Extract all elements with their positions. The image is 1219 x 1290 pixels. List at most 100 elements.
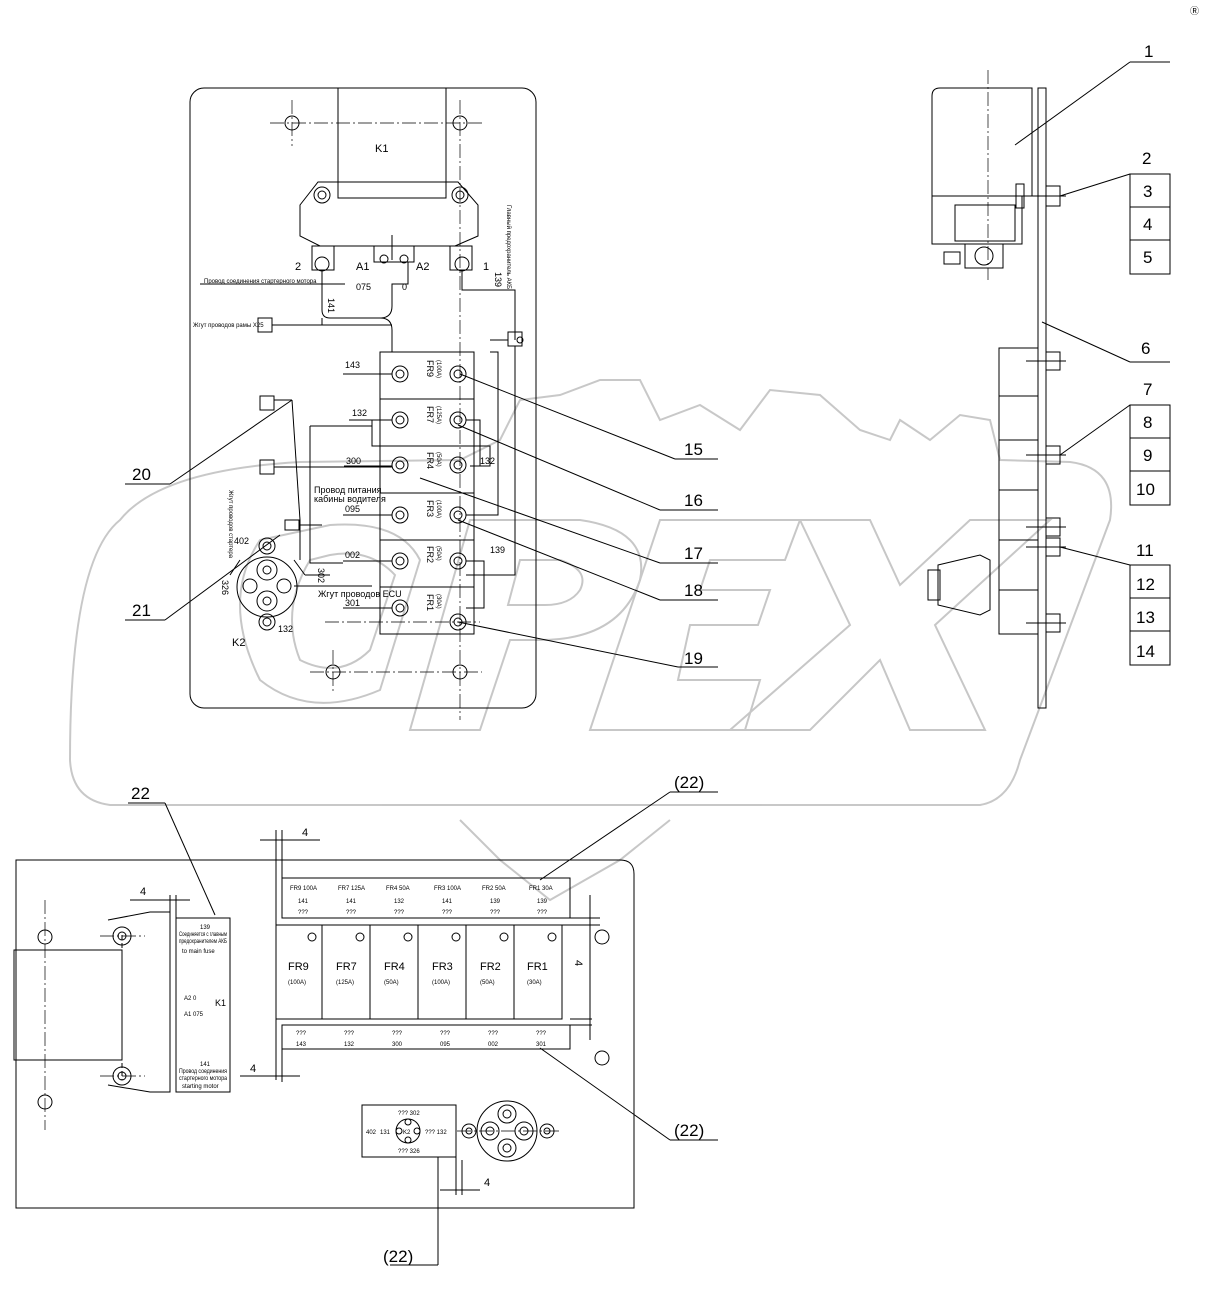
relay-a2: A2 bbox=[416, 261, 429, 273]
k2-card-center: K2 bbox=[403, 1130, 411, 1136]
wire-0: 0 bbox=[402, 282, 407, 292]
callout-2: 2 bbox=[1142, 149, 1151, 168]
wire-132-side: 132 bbox=[480, 456, 495, 466]
k2-card-top: ??? 302 bbox=[398, 1111, 420, 1117]
fuse-name-1: FR7 bbox=[425, 406, 435, 423]
start-harness-label: Жгут проводов стартера bbox=[227, 490, 233, 559]
relay-k1-label: K1 bbox=[375, 143, 388, 155]
callout-6: 6 bbox=[1141, 339, 1150, 358]
callout-22c: (22) bbox=[383, 1247, 413, 1266]
cab-power-2: кабины водителя bbox=[314, 494, 386, 504]
k2-label: K2 bbox=[232, 637, 245, 649]
callout-12: 12 bbox=[1136, 575, 1155, 594]
fuse-block-rating-1: (125A) bbox=[336, 980, 354, 986]
main-fuse-label: Главный предохранитель АКБ bbox=[505, 205, 512, 289]
k2-card-left: 402 bbox=[366, 1130, 377, 1136]
k1-card-l6: K1 bbox=[215, 998, 226, 1008]
fuse-top-2: FR4 50A 132 ??? bbox=[386, 886, 410, 916]
fuse-cell-4: FR2 (50A) 002 bbox=[345, 539, 475, 588]
k1-card-l4: to main fuse bbox=[182, 949, 215, 955]
relay-a1: A1 bbox=[356, 261, 369, 273]
fuse-bot-w2-2: 300 bbox=[392, 1042, 403, 1048]
side-view: 1 2 3 4 5 6 7 8 9 10 11 12 13 14 bbox=[927, 42, 1171, 709]
fuse-top-w2-5: ??? bbox=[537, 910, 548, 916]
callout-17: 17 bbox=[684, 544, 703, 563]
callout-4: 4 bbox=[1143, 215, 1152, 234]
fuse-bot-w2-5: 301 bbox=[536, 1042, 547, 1048]
fuse-wire-5: 301 bbox=[345, 598, 360, 608]
fuse-block-rating-3: (100A) bbox=[432, 980, 450, 986]
cab-power-1: Провод питания bbox=[314, 485, 382, 495]
callout-13: 13 bbox=[1136, 608, 1155, 627]
k2-label-card: ??? 302 402 131 K2 ??? 132 ??? 326 bbox=[361, 1104, 457, 1158]
fuse-wiring: 132 139 Провод питания кабины водителя Ж… bbox=[227, 346, 516, 609]
k1-card-l10: стартерного мотора bbox=[179, 1076, 228, 1082]
callout-8: 8 bbox=[1143, 413, 1152, 432]
k2-card-mid1: 131 bbox=[380, 1130, 391, 1136]
k1-card-l3: предохранителем АКБ bbox=[179, 939, 227, 945]
callout-1: 1 bbox=[1144, 42, 1153, 61]
label-plate-view: 139 Соединяется с главным предохранителе… bbox=[13, 773, 718, 1266]
fuse-rating-3: (100A) bbox=[435, 500, 441, 518]
fuse-cell-5: FR1 (30A) 301 bbox=[345, 586, 475, 635]
fuse-top-4: FR2 50A 139 ??? bbox=[482, 886, 506, 916]
fuse-top-w2-1: ??? bbox=[346, 910, 357, 916]
fuse-cell-1: FR7 (125A) 132 bbox=[352, 398, 475, 447]
k2-card-bottom: ??? 326 bbox=[398, 1149, 420, 1155]
fuse-block-name-1: FR7 bbox=[336, 961, 357, 973]
fuse-block-name-4: FR2 bbox=[480, 961, 501, 973]
fuse-block-name-0: FR9 bbox=[288, 961, 309, 973]
fuse-bot-w2-4: 002 bbox=[488, 1042, 499, 1048]
k1-card-l11: starting motor bbox=[182, 1084, 219, 1090]
fuse-rating-4: (50A) bbox=[435, 546, 441, 561]
frame-harness-label: Жгут проводов рамы X25 bbox=[193, 323, 264, 329]
callout-19: 19 bbox=[684, 649, 703, 668]
dim-fuse-bottom: 4 bbox=[250, 1063, 256, 1075]
fuse-name-3: FR3 bbox=[425, 500, 435, 517]
callout-22a: (22) bbox=[674, 773, 704, 792]
k2-132: 132 bbox=[278, 624, 293, 634]
fuse-top-name-1: FR7 125A bbox=[338, 886, 365, 892]
fuse-top-w1-3: 141 bbox=[442, 899, 453, 905]
ecu-harness-label: Жгут проводов ECU bbox=[318, 589, 402, 599]
fuse-name-0: FR9 bbox=[425, 360, 435, 377]
leaders-main: 15 16 17 18 19 20 21 bbox=[125, 373, 718, 668]
fuse-bot-w2-0: 143 bbox=[296, 1042, 307, 1048]
fuse-top-name-0: FR9 100A bbox=[290, 886, 317, 892]
fuse-bot-w1-0: ??? bbox=[296, 1031, 307, 1037]
wire-075: 075 bbox=[356, 282, 371, 292]
fuse-top-name-4: FR2 50A bbox=[482, 886, 506, 892]
fuse-top-w2-2: ??? bbox=[394, 910, 405, 916]
fuse-top-5: FR1 30A 139 ??? bbox=[529, 886, 553, 916]
mounting-plate bbox=[189, 87, 537, 709]
fuse-top-w1-0: 141 bbox=[298, 899, 309, 905]
k2-326: 326 bbox=[220, 580, 230, 595]
fuse-wire-2: 300 bbox=[346, 456, 361, 466]
fuse-top-3: FR3 100A 141 ??? bbox=[434, 886, 461, 916]
k1-card-l8: 141 bbox=[200, 1062, 211, 1068]
fuse-top-w1-2: 132 bbox=[394, 899, 405, 905]
fuse-top-w2-3: ??? bbox=[442, 910, 453, 916]
relay-k1: K1 2 1 A1 A2 bbox=[295, 87, 489, 273]
starter-wire-label: Провод соединения стартерного мотора bbox=[204, 279, 317, 285]
fuse-block-name-2: FR4 bbox=[384, 961, 405, 973]
fuse-bot-w1-3: ??? bbox=[440, 1031, 451, 1037]
fuse-wire-1: 132 bbox=[352, 408, 367, 418]
k2-302: 302 bbox=[316, 568, 326, 583]
callout-10: 10 bbox=[1136, 480, 1155, 499]
fuse-rating-2: (50A) bbox=[435, 452, 441, 467]
fuse-top-name-2: FR4 50A bbox=[386, 886, 410, 892]
wire-139: 139 bbox=[493, 272, 503, 287]
relay-term-left: 2 bbox=[295, 261, 301, 273]
side-plate bbox=[1037, 87, 1047, 709]
callout-22: 22 bbox=[131, 784, 150, 803]
fuse-top-w2-0: ??? bbox=[298, 910, 309, 916]
fuse-wire-4: 002 bbox=[345, 550, 360, 560]
callout-21: 21 bbox=[132, 601, 151, 620]
fuse-label-bottom: ??? 143 ??? 132 ??? 300 ??? 095 ??? 002 … bbox=[281, 1024, 571, 1050]
fuse-top-w1-4: 139 bbox=[490, 899, 501, 905]
callout-5: 5 bbox=[1143, 248, 1152, 267]
corner-mark: Ⓡ bbox=[1190, 6, 1199, 16]
relay-wiring: 141 075 0 139 Провод соединения стартерн… bbox=[193, 205, 524, 352]
